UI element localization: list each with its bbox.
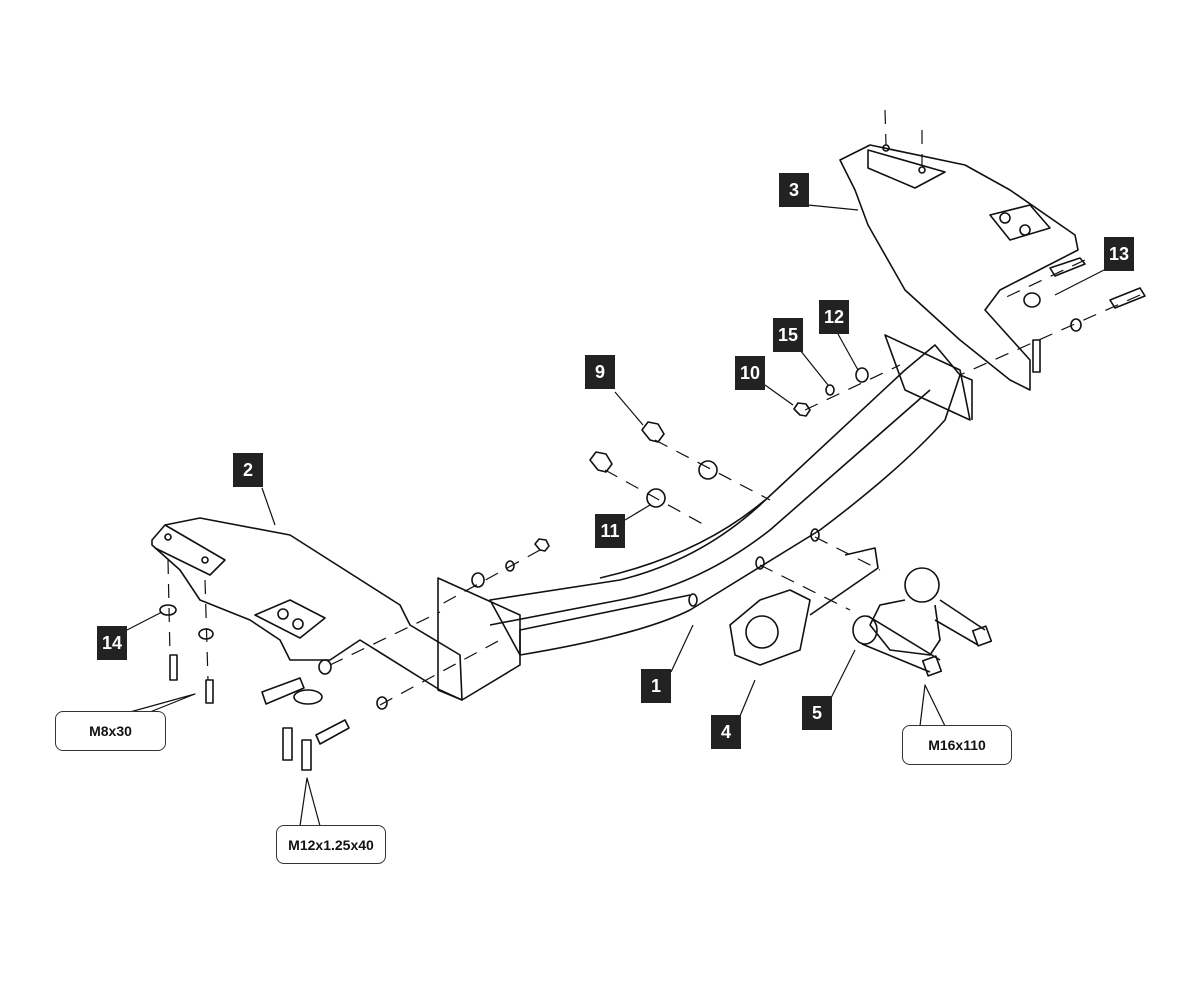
part-label-10: 10 [735,356,765,390]
part-label-11: 11 [595,514,625,548]
part-label-1: 1 [641,669,671,703]
left-bracket-part-2 [151,517,463,701]
part-label-5: 5 [802,696,832,730]
part-label-4: 4 [711,715,741,749]
callout-m8x30: M8x30 [55,711,166,751]
part-label-3: 3 [779,173,809,207]
part-label-15: 15 [773,318,803,352]
part-label-2: 2 [233,453,263,487]
part-label-12: 12 [819,300,849,334]
socket-plate-part-4 [729,589,811,666]
assembly-axis-lines [167,109,1141,706]
callout-m12x1-25x40: M12x1.25x40 [276,825,386,864]
fasteners [159,257,1146,771]
right-bracket-part-3 [839,144,1079,391]
callout-m16x110: M16x110 [902,725,1012,765]
part-label-9: 9 [585,355,615,389]
tow-ball-part-5 [809,547,993,677]
part-label-13: 13 [1104,237,1134,271]
crossbar-part-1 [437,334,973,701]
part-label-14: 14 [97,626,127,660]
leader-lines [126,204,1105,827]
